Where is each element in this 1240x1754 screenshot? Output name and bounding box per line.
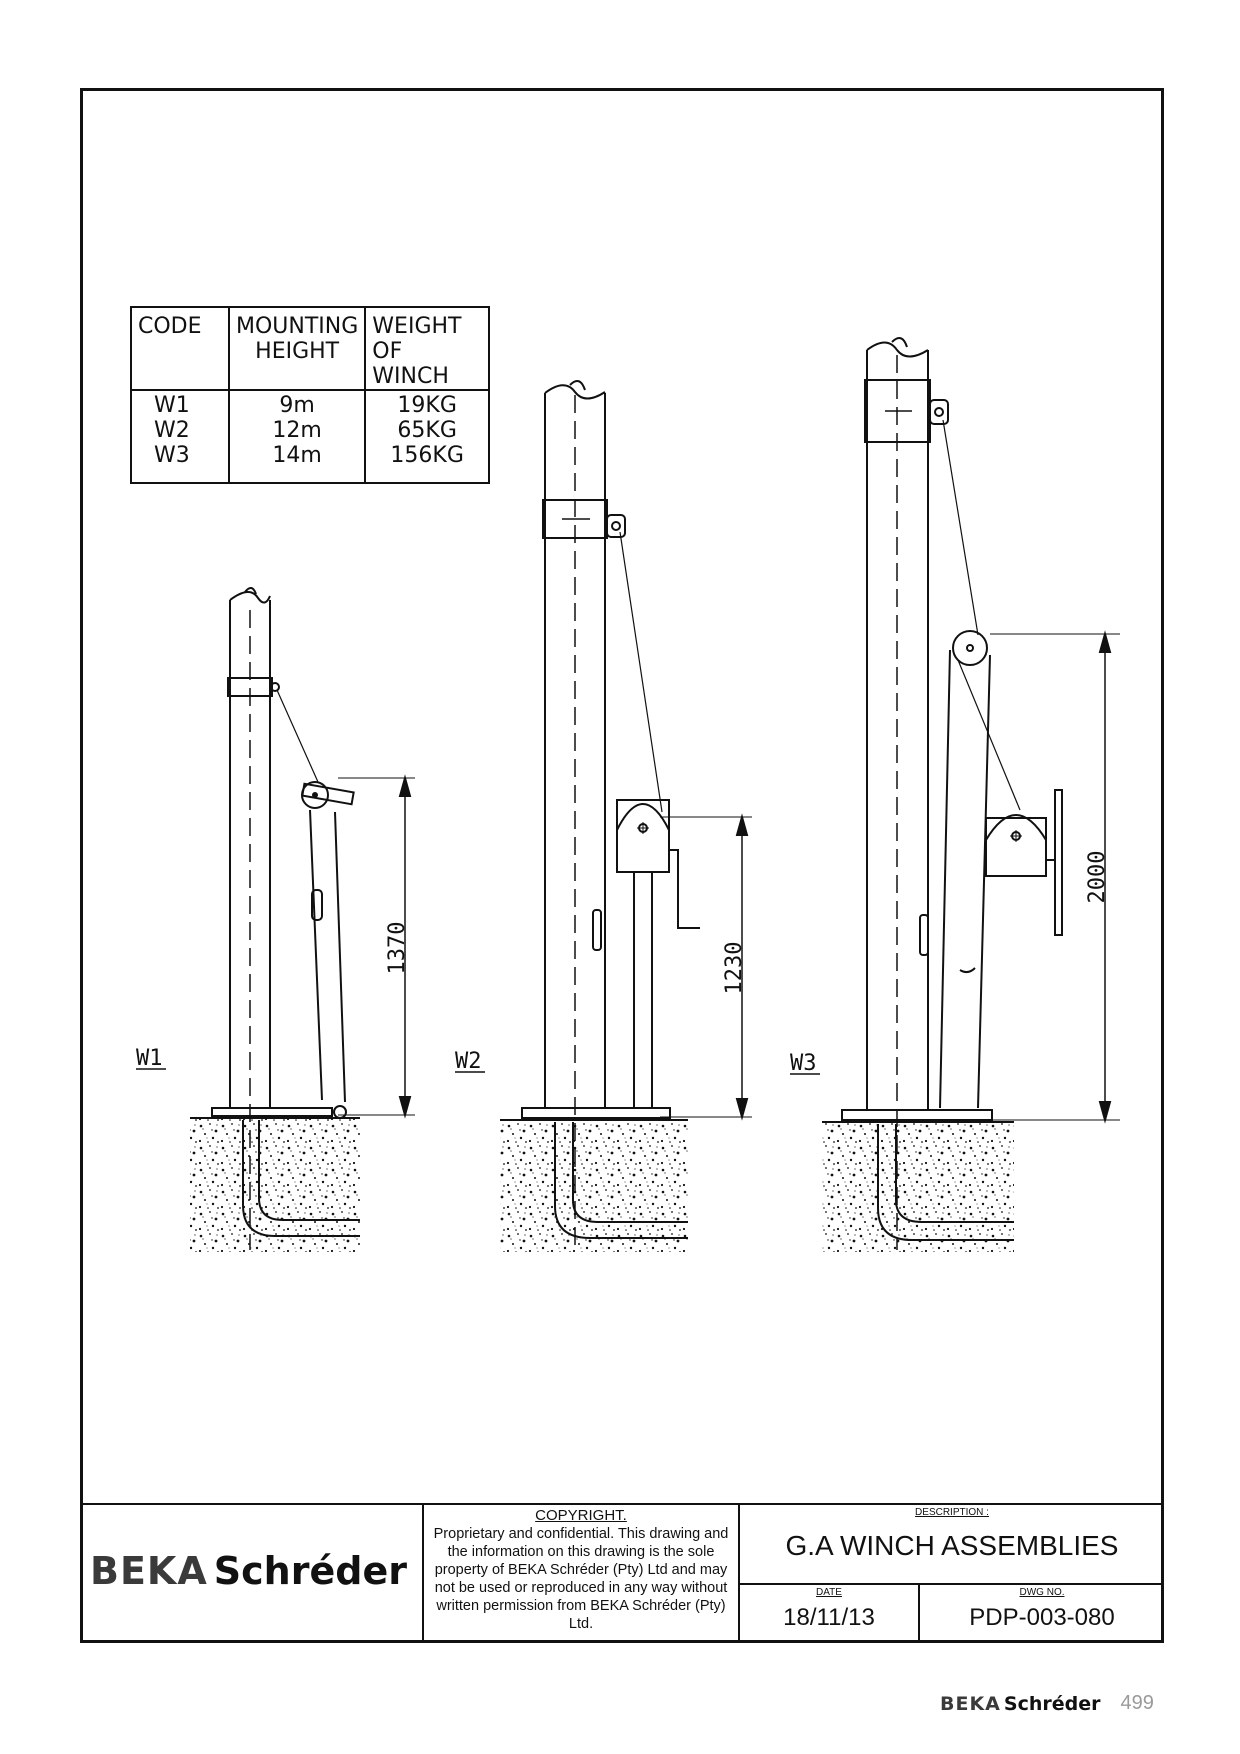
description-label: DESCRIPTION : [915,1507,989,1518]
drawing-title: G.A WINCH ASSEMBLIES [785,1530,1119,1561]
date-cell: DATE 18/11/13 [740,1585,920,1643]
cell-height: 9m [227,390,367,418]
table-row: W1 9m 19KG [130,390,490,418]
title-block: BEKA Schréder COPYRIGHT. Proprietary and… [80,1503,1164,1643]
header-code: CODE [130,306,230,391]
cell-code: W1 [130,390,230,418]
assembly-w3 [822,337,1120,1252]
concrete-foundation-w2 [500,1120,688,1252]
dwg-number: PDP-003-080 [969,1604,1115,1631]
company-logo: BEKA Schréder [90,1549,407,1593]
page-number: 499 [1120,1692,1154,1714]
concrete-foundation-w3 [822,1122,1014,1252]
description-cell: DESCRIPTION : G.A WINCH ASSEMBLIES [740,1505,1164,1585]
logo-schreder: Schréder [213,1549,407,1593]
table-row: W3 14m 156KG [130,443,490,484]
page-footer: BEKA Schréder 499 [940,1692,1154,1715]
cell-weight: 156KG [364,443,490,484]
assembly-label-w1: W1 [136,1046,163,1071]
cell-code: W2 [130,418,230,443]
cell-height: 12m [227,418,367,443]
footer-logo-beka: BEKA [940,1692,1001,1715]
footer-logo-schreder: Schréder [1003,1692,1101,1715]
drawing-number-cell: DWG NO. PDP-003-080 [920,1585,1164,1643]
footer-logo: BEKA Schréder [940,1693,1100,1715]
cell-code: W3 [130,443,230,484]
assembly-label-w2: W2 [455,1049,482,1074]
dimension-w2: 1230 [722,942,747,995]
company-logo-cell: BEKA Schréder [80,1505,424,1643]
table-row: W2 12m 65KG [130,418,490,443]
drawing-border [80,88,1164,1643]
dimension-w1: 1370 [385,922,410,975]
assembly-w2 [500,380,752,1252]
copyright-text: Proprietary and confidential. This drawi… [433,1526,729,1632]
cell-weight: 19KG [364,390,490,418]
date-label: DATE [816,1587,842,1598]
dimension-w3: 2000 [1085,851,1110,904]
copyright-heading: COPYRIGHT. [535,1507,627,1524]
cell-height: 14m [227,443,367,484]
logo-beka: BEKA [90,1549,208,1593]
assembly-w1 [190,587,415,1252]
dwg-label: DWG NO. [1019,1587,1065,1598]
date-value: 18/11/13 [783,1604,875,1631]
concrete-foundation-w1 [190,1118,360,1252]
cell-weight: 65KG [364,418,490,443]
copyright-cell: COPYRIGHT. Proprietary and confidential.… [424,1505,740,1643]
assembly-label-w3: W3 [790,1051,817,1076]
